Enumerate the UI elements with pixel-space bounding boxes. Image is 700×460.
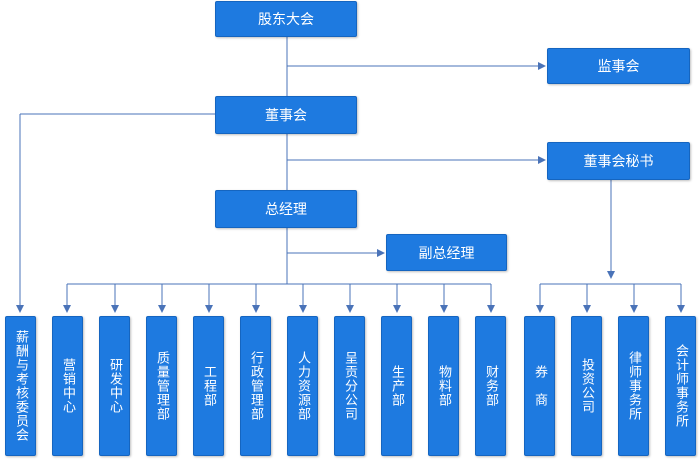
node-deputy-gm: 副总经理 — [386, 234, 507, 271]
node-department-label: 生产部 — [389, 365, 404, 407]
node-department: 工程部 — [193, 316, 224, 456]
node-department: 物料部 — [428, 316, 459, 456]
node-secretary-unit: 券 商 — [524, 316, 555, 456]
node-department-label: 人力资源部 — [295, 351, 310, 421]
node-secretary-unit-label: 会计师事务所 — [673, 344, 688, 428]
node-general-manager: 总经理 — [215, 190, 357, 228]
node-board-secretary-label: 董事会秘书 — [583, 154, 654, 170]
node-department-label: 财务部 — [483, 365, 498, 407]
node-department-label: 研发中心 — [107, 358, 122, 414]
node-department: 质量管理部 — [146, 316, 177, 456]
node-department-label: 物料部 — [436, 365, 451, 407]
node-secretary-unit: 律师事务所 — [618, 316, 649, 456]
node-department-label: 行政管理部 — [248, 351, 263, 421]
node-department: 人力资源部 — [287, 316, 318, 456]
node-board-label: 董事会 — [265, 108, 307, 124]
node-secretary-unit-label: 律师事务所 — [626, 351, 641, 421]
node-shareholders-label: 股东大会 — [258, 12, 314, 28]
node-department: 呈贡分公司 — [334, 316, 365, 456]
node-secretary-unit: 会计师事务所 — [665, 316, 696, 456]
node-department-label: 营销中心 — [60, 358, 75, 414]
node-department: 财务部 — [475, 316, 506, 456]
node-department: 营销中心 — [52, 316, 83, 456]
node-compensation-committee-label: 薪酬与考核委员会 — [13, 330, 28, 442]
node-shareholders: 股东大会 — [215, 1, 357, 37]
node-board-secretary: 董事会秘书 — [547, 142, 690, 180]
node-department-label: 质量管理部 — [154, 351, 169, 421]
node-department: 生产部 — [381, 316, 412, 456]
node-secretary-unit-label: 投资公司 — [579, 358, 594, 414]
node-department-label: 呈贡分公司 — [342, 351, 357, 421]
node-deputy-gm-label: 副总经理 — [418, 245, 475, 262]
node-general-manager-label: 总经理 — [265, 202, 307, 218]
node-board: 董事会 — [215, 96, 357, 134]
node-department: 行政管理部 — [240, 316, 271, 456]
node-compensation-committee: 薪酬与考核委员会 — [5, 316, 36, 456]
node-supervisors-label: 监事会 — [597, 59, 640, 75]
node-secretary-unit: 投资公司 — [571, 316, 602, 456]
node-department: 研发中心 — [99, 316, 130, 456]
node-department-label: 工程部 — [201, 365, 216, 407]
node-supervisors: 监事会 — [547, 48, 690, 84]
node-secretary-unit-label: 券 商 — [532, 365, 547, 407]
